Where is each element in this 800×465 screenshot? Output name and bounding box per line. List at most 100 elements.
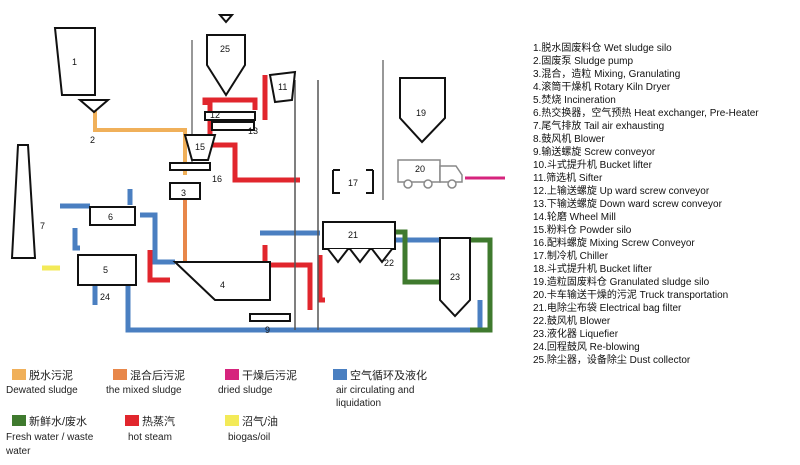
- component-tags: 1 2 3 4 5 6 7 9 11 12 13 15 16 17 19 20 …: [40, 44, 460, 335]
- tag-3: 3: [181, 188, 186, 198]
- legend-label-en: air circulating and: [336, 385, 414, 396]
- legend-swatch-sludge: [12, 369, 26, 380]
- pipe-air-2: [140, 212, 175, 265]
- component-list: 1.脱水固废料仓 Wet sludge silo 2.固废泵 Sludge pu…: [533, 41, 759, 366]
- tag-16: 16: [212, 174, 222, 184]
- legend-label-en: liquidation: [336, 398, 381, 409]
- list-item: 1.脱水固废料仓 Wet sludge silo: [533, 41, 672, 54]
- tag-24: 24: [100, 292, 110, 302]
- lifter-center: [294, 80, 319, 330]
- tag-23: 23: [450, 272, 460, 282]
- electrical-bag-filter: [322, 221, 396, 250]
- legend-label-en: the mixed sludge: [106, 385, 182, 396]
- pipe-steam-4: [262, 245, 313, 310]
- tag-11: 11: [278, 82, 287, 92]
- legend: 脱水污泥 Dewated sludge 混合后污泥 the mixed slud…: [5, 368, 427, 457]
- list-item: 21.电除尘布袋 Electrical bag filter: [533, 301, 682, 314]
- pipe-water-2: [470, 237, 493, 333]
- legend-swatch-air: [333, 369, 347, 380]
- tag-21: 21: [348, 230, 358, 240]
- list-item: 19.造粒固废料仓 Granulated sludge silo: [533, 275, 710, 288]
- incinerator: [77, 254, 137, 286]
- pipe-water-1: [395, 229, 440, 285]
- truck: [397, 159, 463, 189]
- legend-label-zh: 空气循环及液化: [350, 368, 427, 382]
- legend-label-en: Dewated sludge: [6, 385, 78, 396]
- list-item: 8.鼓风机 Blower: [533, 132, 605, 145]
- list-item: 7.尾气排放 Tail air exhausting: [533, 119, 664, 132]
- legend-swatch-dried: [225, 369, 239, 380]
- tag-1: 1: [72, 57, 77, 67]
- tag-13: 13: [248, 126, 258, 136]
- tag-4: 4: [220, 280, 225, 290]
- tag-6: 6: [108, 212, 113, 222]
- legend-swatch-biogas: [225, 415, 239, 426]
- legend-label-en: Fresh water / waste: [6, 432, 94, 443]
- list-item: 2.固废泵 Sludge pump: [533, 54, 633, 67]
- list-item: 15.粉料仓 Powder silo: [533, 223, 632, 236]
- powder-silo: [183, 134, 217, 161]
- tag-7: 7: [40, 221, 45, 231]
- filter-hoppers: [327, 248, 393, 264]
- list-item: 12.上输送螺旋 Up ward screw conveyor: [533, 184, 710, 197]
- legend-label-en: dried sludge: [218, 385, 273, 396]
- list-item: 22.鼓风机 Blower: [533, 314, 611, 327]
- chiller: [332, 169, 374, 194]
- pipe-steam-1: [202, 97, 258, 110]
- pipe-sludge: [93, 110, 187, 175]
- legend-label-zh: 新鲜水/废水: [29, 414, 87, 428]
- list-item: 24.回程鼓风 Re-blowing: [533, 340, 640, 353]
- granulated-sludge-silo: [399, 77, 446, 144]
- downward-screw-conveyor: [211, 121, 255, 131]
- list-item: 5.焚烧 Incineration: [533, 93, 616, 106]
- list-item: 11.筛选机 Sifter: [533, 171, 603, 184]
- mixer-granulator: [169, 182, 201, 200]
- list-item: 23.液化器 Liquefier: [533, 327, 619, 340]
- tag-2: 2: [90, 135, 95, 145]
- rotary-kiln-dryer: [172, 261, 271, 301]
- pipes: [42, 40, 505, 333]
- list-item: 25.除尘器，设备除尘 Dust collector: [533, 353, 691, 366]
- list-item: 13.下输送螺旋 Down ward screw conveyor: [533, 197, 723, 210]
- pipe-air-5: [125, 280, 483, 333]
- list-item: 10.斗式提升机 Bucket lifter: [533, 158, 653, 171]
- list-item: 17.制冷机 Chiller: [533, 249, 609, 262]
- tag-25: 25: [220, 44, 230, 54]
- tag-15: 15: [195, 142, 205, 152]
- tag-12: 12: [210, 110, 220, 120]
- tag-22: 22: [384, 258, 394, 268]
- list-item: 3.混合，造粒 Mixing, Granulating: [533, 67, 680, 80]
- list-item: 4.滚筒干燥机 Rotary Kiln Dryer: [533, 80, 671, 93]
- sludge-pump: [77, 99, 111, 114]
- dust-collector: [206, 34, 246, 97]
- upward-screw-conveyor: [204, 111, 256, 121]
- list-item: 20.卡车输送干燥的污泥 Truck transportation: [533, 288, 728, 301]
- dust-collector-cap: [217, 14, 235, 24]
- list-item: 9.输送螺旋 Screw conveyor: [533, 145, 656, 158]
- legend-label-zh: 沼气/油: [242, 414, 278, 428]
- pipe-air-4: [72, 228, 80, 251]
- liquefier: [439, 237, 471, 318]
- legend-label-zh: 脱水污泥: [29, 368, 73, 382]
- legend-label-en: biogas/oil: [228, 432, 270, 443]
- wet-sludge-silo: [53, 27, 96, 96]
- legend-swatch-mixed: [113, 369, 127, 380]
- list-item: 18.斗式提升机 Bucket lifter: [533, 262, 653, 275]
- heat-exchanger: [89, 206, 136, 226]
- tag-19: 19: [416, 108, 426, 118]
- tag-20: 20: [415, 164, 425, 174]
- tag-17: 17: [348, 178, 358, 188]
- legend-swatch-water: [12, 415, 26, 426]
- pipe-steam-5: [317, 255, 325, 303]
- list-item: 16.配料螺旋 Mixing Screw Conveyor: [533, 236, 695, 249]
- tag-5: 5: [103, 265, 108, 275]
- equipment: [10, 14, 471, 322]
- tag-9: 9: [265, 325, 270, 335]
- sifter: [268, 70, 297, 104]
- screw-conveyor: [249, 313, 291, 322]
- legend-swatch-steam: [125, 415, 139, 426]
- chimney: [10, 144, 37, 259]
- legend-label-en: hot steam: [128, 432, 172, 443]
- pipe-steam-2: [207, 100, 300, 183]
